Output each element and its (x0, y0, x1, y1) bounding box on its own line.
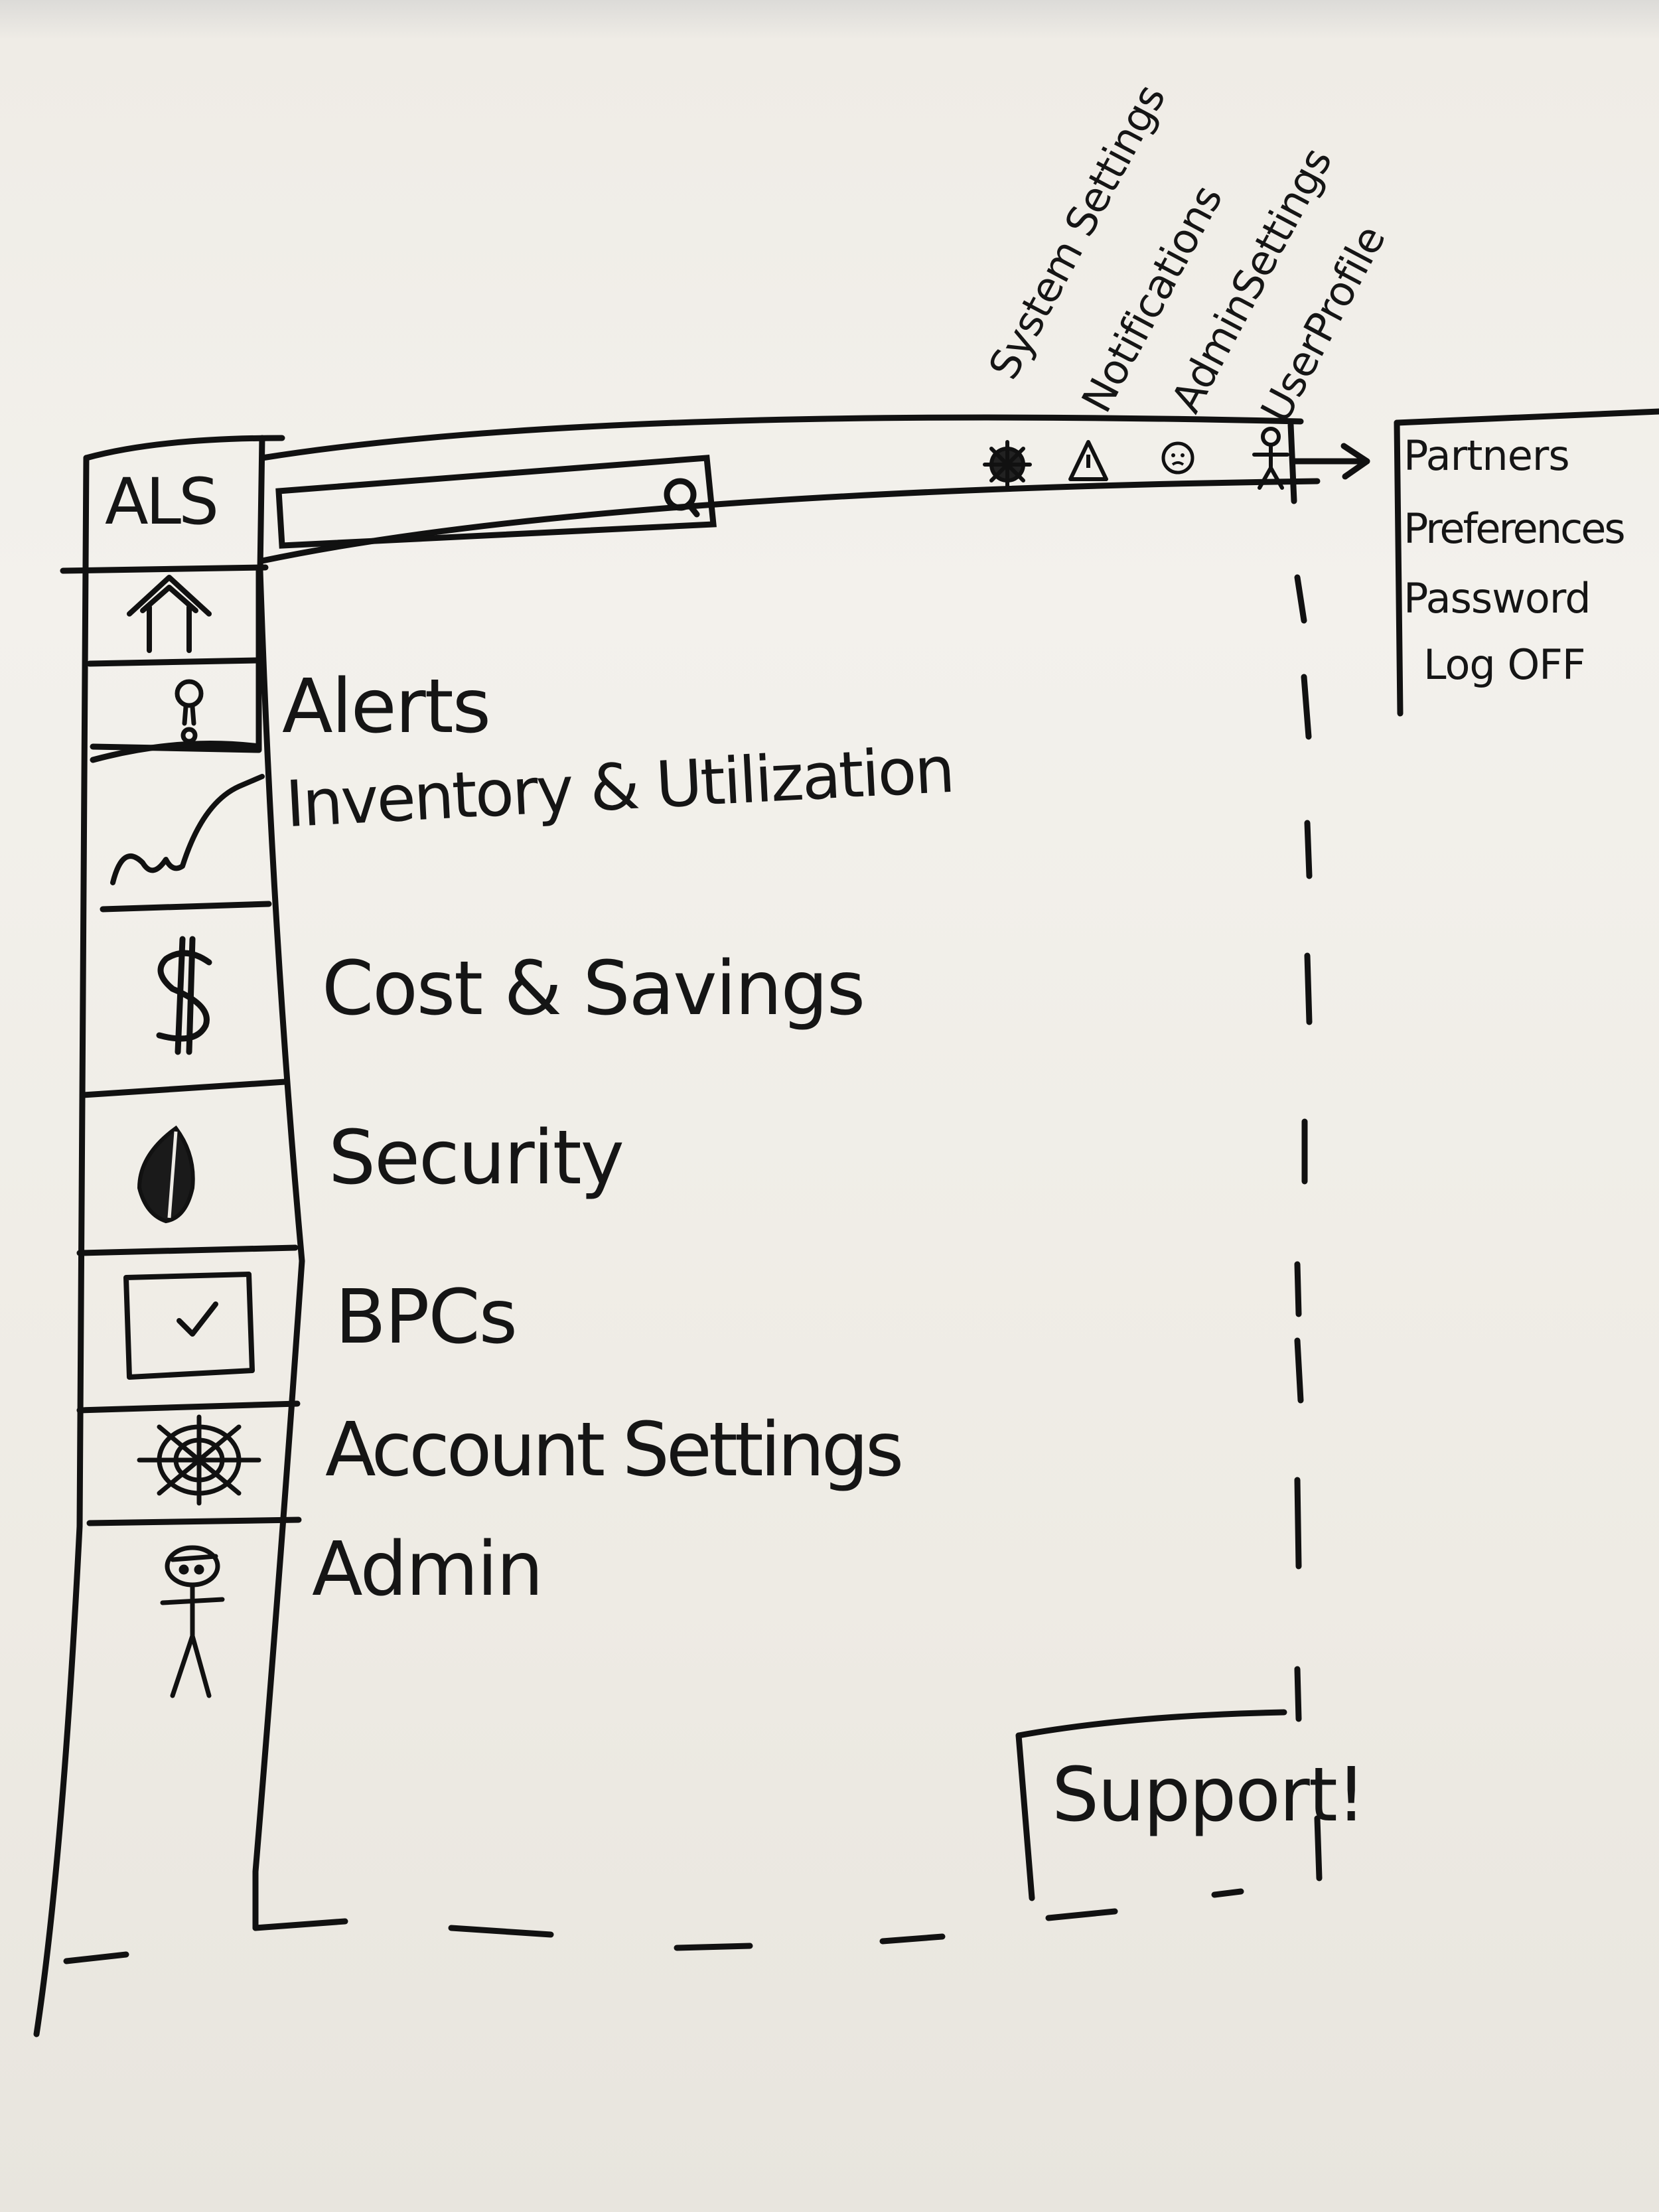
admin-settings-button[interactable] (1158, 438, 1198, 478)
system-settings-button[interactable] (981, 438, 1034, 491)
menu-item-partners[interactable]: Partners (1404, 431, 1570, 480)
checkbox-icon (123, 1272, 255, 1380)
home-icon (127, 575, 212, 653)
user-icon (1252, 427, 1289, 490)
gear-icon (983, 440, 1032, 489)
alert-bulb-icon (175, 679, 204, 744)
sidebar-item-label: Cost & Savings (322, 946, 865, 1032)
sidebar-item-admin[interactable]: Admin (100, 1526, 630, 1712)
support-button[interactable]: Support! (1052, 1752, 1366, 1838)
notifications-button[interactable] (1065, 438, 1112, 484)
sidebar-item-home[interactable] (123, 571, 216, 657)
sidebar-item-cost-savings[interactable]: Cost & Savings (100, 909, 896, 1082)
menu-item-preferences[interactable]: Preferences (1404, 504, 1626, 553)
sidebar-item-security[interactable]: Security (100, 1095, 763, 1248)
sidebar-item-label: BPCs (335, 1274, 518, 1361)
alert-triangle-icon (1068, 440, 1108, 481)
shield-icon (137, 1125, 195, 1224)
sidebar-item-inventory-utilization[interactable]: Inventory & Utilization (100, 733, 955, 903)
menu-item-log-off[interactable]: Log OFF (1423, 640, 1586, 689)
sidebar-item-alerts[interactable]: Alerts (133, 664, 796, 750)
gear-icon (137, 1414, 261, 1506)
search-input[interactable] (285, 475, 684, 534)
menu-item-password[interactable]: Password (1404, 574, 1591, 623)
admin-person-icon (160, 1545, 225, 1698)
sidebar-item-bpcs[interactable]: BPCs (100, 1254, 697, 1400)
sidebar-item-label: Security (328, 1115, 624, 1201)
app-logo[interactable]: ALS (105, 465, 219, 539)
sidebar-item-account-settings[interactable]: Account Settings (100, 1407, 962, 1520)
admin-face-icon (1161, 441, 1194, 475)
search-icon[interactable] (660, 475, 707, 521)
sidebar-item-label: Alerts (282, 664, 491, 750)
dollar-icon (156, 936, 212, 1055)
user-profile-button[interactable] (1248, 425, 1294, 491)
sidebar-item-label: Account Settings (325, 1407, 904, 1493)
sidebar-item-label: Admin (312, 1526, 543, 1613)
trend-line-icon (110, 774, 265, 885)
